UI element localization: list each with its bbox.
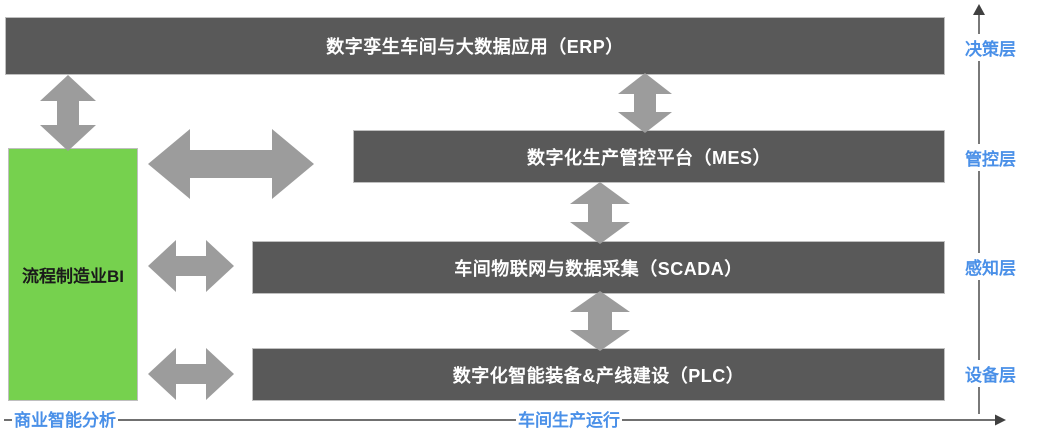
bi-box[interactable]: 流程制造业BI [8,148,138,401]
flow-axis-arrow-right-icon [0,408,1037,432]
flow-axis-label-workshop-ops: 车间生产运行 [516,406,622,431]
layer-bar-erp-label: 数字孪生车间与大数据应用（ERP） [326,37,624,57]
layer-bar-mes-label: 数字化生产管控平台（MES） [526,147,771,168]
layer-bar-plc[interactable]: 数字化智能装备&产线建设（PLC） [252,348,945,401]
double-arrow-horizontal-icon-bi-scada [148,240,234,292]
double-arrow-horizontal-icon-bi-mes [148,129,314,199]
double-arrow-vertical-icon-scada-plc [570,291,630,351]
layer-bar-erp[interactable]: 数字孪生车间与大数据应用（ERP） [5,17,945,75]
double-arrow-vertical-icon-erp-bi [40,75,96,151]
layer-bar-plc-label: 数字化智能装备&产线建设（PLC） [452,365,745,386]
layer-bar-scada-label: 车间物联网与数据采集（SCADA） [454,258,743,279]
double-arrow-vertical-icon-mes-scada [570,182,630,244]
layer-bar-mes[interactable]: 数字化生产管控平台（MES） [353,130,945,183]
flow-axis-label-bi-analysis: 商业智能分析 [12,406,118,431]
layer-axis-label-perception: 感知层 [965,253,1016,280]
layer-axis-arrow-up-icon [968,4,990,414]
layer-axis-label-equipment: 设备层 [965,360,1016,387]
bi-box-label: 流程制造业BI [22,267,124,286]
double-arrow-vertical-icon-erp-mes [618,73,672,133]
layer-bar-scada[interactable]: 车间物联网与数据采集（SCADA） [252,241,945,294]
layer-axis-label-decision: 决策层 [965,34,1016,61]
double-arrow-horizontal-icon-bi-plc [148,348,234,400]
layer-axis-label-control: 管控层 [965,144,1016,171]
